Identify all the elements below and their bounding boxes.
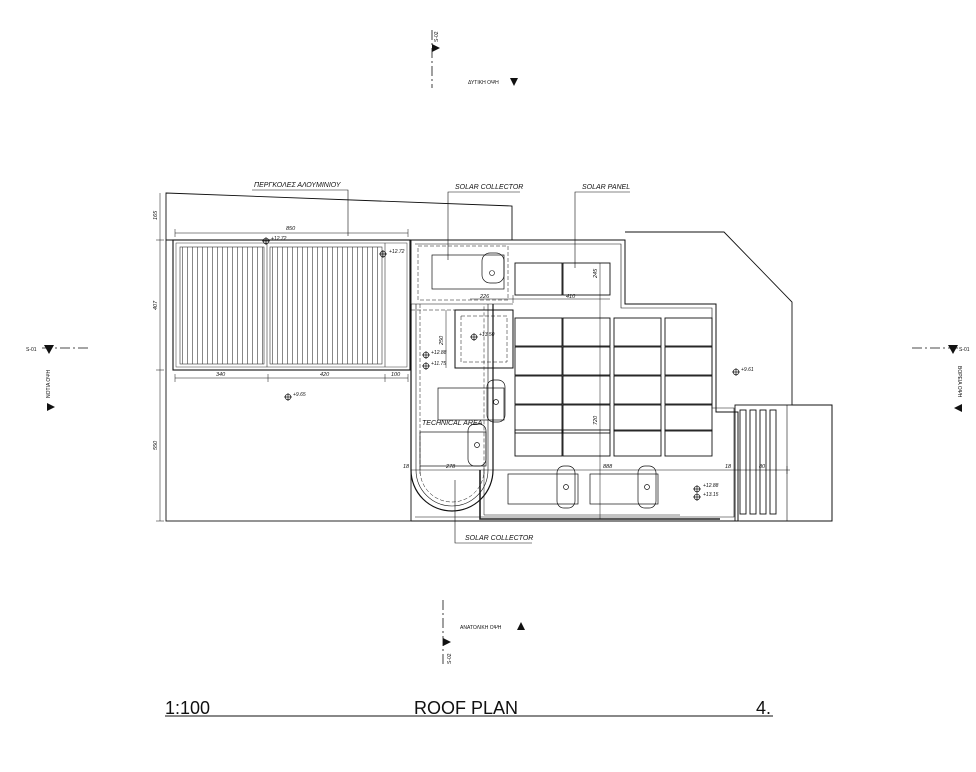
pergola-slats-right — [269, 246, 383, 365]
dim-226: 226 — [479, 294, 490, 300]
title-name: ROOF PLAN — [414, 698, 518, 718]
technical-area — [410, 303, 513, 512]
label-solar-collector-bottom: SOLAR COLLECTOR — [465, 535, 533, 542]
section-label-right: S-01 — [959, 347, 970, 353]
label-solar-collector-top: SOLAR COLLECTOR — [455, 184, 523, 191]
dim-250: 250 — [439, 335, 445, 346]
section-markers — [42, 30, 960, 665]
level-pergola-right: +12.72 — [389, 249, 405, 255]
dim-165: 165 — [153, 210, 159, 220]
dim-100: 100 — [391, 372, 401, 378]
view-arrow-north — [954, 404, 962, 412]
dim-410: 410 — [566, 294, 576, 300]
level-tech-2: +11.75 — [431, 361, 446, 367]
level-right-terrace: +9.61 — [741, 367, 754, 373]
section-label-left: S-01 — [26, 347, 37, 353]
dim-420: 420 — [320, 372, 330, 378]
dim-18-right: 18 — [725, 464, 732, 470]
level-bottom-1: +12.88 — [703, 483, 719, 489]
level-pergola-top: +12.72 — [271, 236, 287, 242]
dim-278: 278 — [445, 464, 456, 470]
view-north-label: ΒΟΡΕΙΑ ΟΨΗ — [956, 366, 962, 398]
title-scale: 1:100 — [165, 698, 210, 718]
level-yard-left: +9.65 — [293, 392, 306, 398]
view-arrow-south — [47, 403, 55, 411]
view-south-label: ΝΟΤΙΑ ΟΨΗ — [46, 370, 52, 398]
view-arrow-west — [510, 78, 518, 86]
solar-collectors-bottom — [507, 465, 659, 509]
level-tech-1: +12.88 — [431, 350, 447, 356]
solar-collectors-top — [417, 245, 514, 369]
pergola — [172, 239, 411, 371]
pergola-slats-left — [179, 246, 265, 365]
label-technical-area: TECHNICAL AREA — [422, 420, 483, 427]
dimension-lines — [156, 193, 790, 522]
view-east-label: ΑΝΑΤΟΛΙΚΗ ΟΨΗ — [460, 625, 502, 631]
dim-340: 340 — [216, 372, 226, 378]
level-markers — [262, 237, 740, 501]
dim-80: 80 — [759, 464, 766, 470]
roof-walls — [411, 239, 739, 522]
view-west-label: ΔΥΤΙΚΗ ΟΨΗ — [468, 80, 499, 86]
title-number: 4. — [756, 698, 771, 718]
dim-18-left: 18 — [403, 464, 410, 470]
section-arrow-right — [948, 345, 958, 354]
section-label-top: S-02 — [434, 31, 440, 42]
dim-720: 720 — [593, 415, 599, 425]
dim-850: 850 — [286, 226, 296, 232]
view-arrow-east — [517, 622, 525, 630]
dim-407: 407 — [153, 300, 159, 310]
section-arrows — [44, 44, 962, 646]
solar-panels — [514, 262, 713, 457]
label-pergola: ΠΕΡΓΚΟΛΕΣ ΑΛΟΥΜΙΝΙΟΥ — [254, 182, 342, 189]
leader-lines — [165, 189, 773, 717]
terrace-slats — [739, 405, 788, 521]
solar-collectors-tech — [419, 379, 506, 467]
section-label-bottom: S-02 — [447, 653, 453, 664]
section-arrow-left — [44, 345, 54, 354]
dim-888: 888 — [603, 464, 613, 470]
dim-245: 245 — [593, 268, 599, 279]
level-bottom-2: +13.15 — [703, 492, 719, 498]
section-arrow-bottom — [443, 638, 451, 646]
dim-550: 550 — [153, 440, 159, 450]
label-solar-panel: SOLAR PANEL — [582, 184, 630, 191]
section-arrow-top — [432, 44, 440, 52]
level-tank: +13.50 — [479, 332, 495, 338]
